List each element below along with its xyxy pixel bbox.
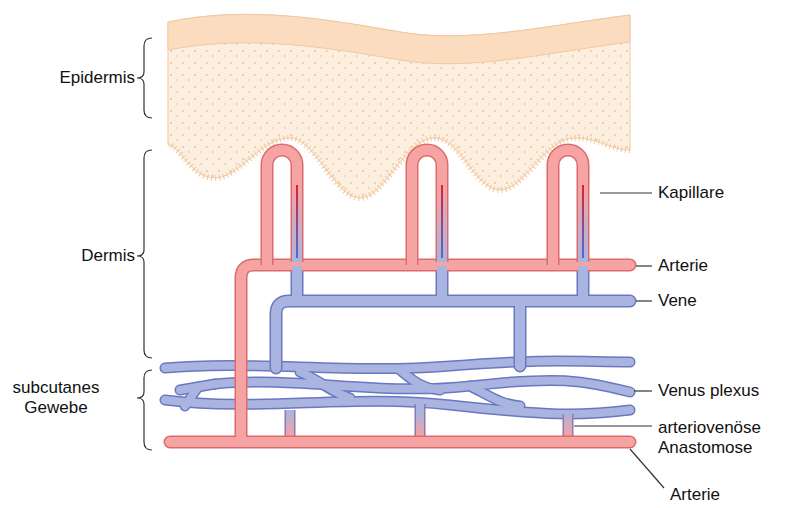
part-label: Kapillare (658, 183, 798, 203)
part-label: Epidermis (20, 68, 135, 88)
layer-brace (137, 38, 152, 450)
part-label: Arterie (658, 256, 798, 276)
artery (170, 265, 630, 442)
part-label: subcutanes Gewebe (0, 378, 112, 418)
capillary-loop (267, 150, 583, 300)
part-label: Arterie (670, 485, 800, 505)
leader-line (574, 193, 664, 488)
part-label: arteriovenöse Anastomose (658, 418, 798, 458)
arteriovenous-anastomosis (290, 404, 568, 436)
vein (276, 272, 630, 368)
part-label: Vene (658, 291, 798, 311)
part-label: Dermis (20, 246, 135, 266)
epidermis-layer (168, 14, 630, 198)
part-label: Venus plexus (658, 381, 798, 401)
